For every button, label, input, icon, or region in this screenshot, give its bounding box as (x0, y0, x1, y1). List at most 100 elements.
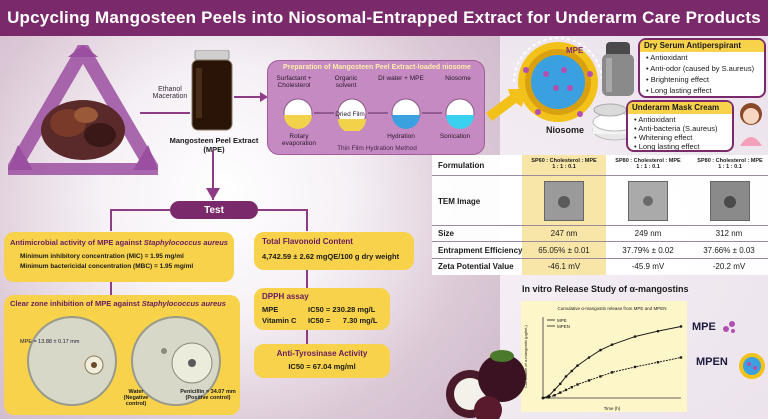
data-point (610, 371, 614, 374)
connector-line (212, 150, 214, 200)
penicillin-label: Penicillin = 34.07 mm(Positive control) (180, 389, 236, 401)
series-label-mpen: MPEN (696, 356, 728, 368)
data-point (587, 356, 591, 359)
petri-dishes-icon (27, 316, 221, 406)
dry-serum-item: • Brightening effect (646, 75, 709, 84)
data-point (559, 391, 562, 394)
data-point (633, 335, 637, 338)
release-chart-svg: Cumulative α-mangostin release from MPE … (523, 306, 683, 411)
chart-title: Cumulative α-mangostin release from MPE … (558, 306, 667, 311)
mask-cream-item: • Anti-bacteria (S.aureus) (634, 124, 718, 133)
connector-line (306, 330, 308, 344)
table-col-header: Formulation (438, 161, 485, 170)
data-point (656, 361, 660, 364)
mask-cream-item: • Long lasting effect (634, 142, 700, 151)
data-point (633, 365, 637, 369)
table-divider (432, 175, 768, 176)
dry-serum-item: • Anti-odor (caused by S.aureus) (646, 64, 755, 73)
mask-cream-title: Underarm Mask Cream (628, 102, 732, 114)
prep-step-3: DI water + MPE (378, 75, 424, 82)
y-axis-label: Cumulative of α-mangostin (µg/mL) (523, 325, 528, 388)
dpph-vitc-name: Vitamin C (262, 316, 297, 325)
mask-cream-item-text: Whitening effect (638, 133, 693, 142)
dry-serum-item-text: Brightening effect (650, 75, 709, 84)
clear-zone-box: Clear zone inhibition of MPE against Sta… (4, 295, 240, 415)
release-chart: Cumulative α-mangostin release from MPE … (521, 301, 687, 412)
antimicrobial-title: Antimicrobial activity of MPE against St… (10, 238, 228, 247)
arrow-down-icon (206, 188, 220, 200)
mpe-label: Mangosteen Peel Extract (MPE) (169, 136, 259, 154)
tyrosinase-title: Anti-Tyrosinase Activity (276, 349, 368, 358)
dry-serum-box: Dry Serum Antiperspirant • Antioxidant •… (638, 38, 766, 98)
page-title: Upcycling Mangosteen Peels into Niosomal… (7, 8, 761, 27)
mask-cream-item-text: Antioxidant (638, 115, 676, 124)
table-row-label: Size (438, 229, 455, 238)
mbc-text: Minimum bactericidal concentration (MBC)… (20, 263, 194, 270)
series-line-mpen (542, 357, 682, 399)
antimicrobial-title-text: Antimicrobial activity of MPE against (10, 238, 144, 247)
tem-particle (724, 196, 736, 208)
table-row-label: Entrapment Efficiency (438, 246, 523, 255)
clear-zone-title: Clear zone inhibition of MPE against Sta… (10, 299, 226, 308)
data-point (610, 343, 614, 346)
legend-label: MPEN (557, 324, 570, 329)
test-banner: Test (170, 201, 258, 219)
niosome-label: Niosome (545, 125, 584, 135)
data-point (576, 383, 579, 386)
data-point (558, 382, 562, 386)
dry-serum-item-text: Anti-odor (caused by S.aureus) (650, 64, 755, 73)
method-label: Thin Film Hydration Method (337, 145, 417, 152)
preparation-title: Preparation of Mangosteen Peel Extract-l… (283, 64, 471, 71)
preparation-box: Preparation of Mangosteen Peel Extract-l… (267, 60, 485, 155)
data-point (553, 388, 556, 392)
release-title: In vitro Release Study of α-mangostins (522, 284, 689, 294)
data-point (564, 375, 568, 378)
table-cell: -45.9 mV (631, 262, 665, 271)
antiperspirant-bottle-icon (602, 42, 634, 96)
data-point (553, 394, 556, 397)
prep-step-1: Surfactant + Cholesterol (276, 75, 312, 89)
data-point (679, 356, 683, 359)
niosome-icon (513, 37, 603, 122)
ethanol-maceration-label: Ethanol Maceration (152, 86, 188, 100)
water-note: (Negative control) (123, 395, 149, 407)
woman-avatar-icon (740, 103, 762, 146)
data-point (656, 329, 660, 333)
antimicrobial-box: Antimicrobial activity of MPE against St… (4, 232, 234, 282)
tem-particle (643, 196, 653, 206)
dry-serum-item-text: Antioxidant (650, 53, 688, 62)
series-label-mpe: MPE (692, 321, 716, 333)
dry-serum-item: • Antioxidant (646, 53, 688, 62)
data-point (570, 386, 573, 389)
extract-jar-icon (191, 50, 233, 131)
mask-cream-item-text: Long lasting effect (638, 142, 700, 151)
mask-cream-item: • Whitening effect (634, 133, 693, 142)
flavonoid-box: Total Flavonoid Content 4,742.59 ± 2.62 … (254, 232, 414, 270)
connector-line (110, 209, 112, 231)
penicillin-label-text: Penicillin = 34.07 mm (180, 389, 236, 395)
data-point (576, 364, 579, 367)
flasks-icon (283, 98, 475, 131)
connector-line (110, 282, 112, 296)
dry-serum-title: Dry Serum Antiperspirant (640, 40, 764, 52)
tyrosinase-box: Anti-Tyrosinase Activity IC50 = 67.04 mg… (254, 344, 390, 378)
big-arrow-icon (486, 89, 526, 121)
table-cell: 249 nm (634, 229, 662, 238)
flavonoid-value: 4,742.59 ± 2.62 mgQE/100 g dry weight (262, 252, 400, 261)
recycle-icon (8, 45, 158, 175)
table-cell: 37.66% ± 0.03 (703, 246, 755, 255)
data-point (679, 325, 683, 328)
connector-line (306, 270, 308, 288)
niosome-small-icon (739, 353, 765, 379)
table-cell: 37.79% ± 0.02 (622, 246, 674, 255)
table-formulation-1: SP60 : Cholesterol : MPE 1 : 1 : 0.1 (531, 158, 597, 170)
prep-sub-3: Hydration (387, 133, 415, 140)
mangosteen-fruit-icon (446, 350, 526, 419)
tyrosinase-value: IC50 = 67.04 mg/ml (288, 362, 356, 371)
prep-step-2: Organic solvent (334, 75, 358, 89)
table-cell: -20.2 mV (712, 262, 746, 271)
table-cell: 247 nm (550, 229, 578, 238)
tem-image-3 (710, 181, 750, 221)
data-point (541, 396, 545, 400)
